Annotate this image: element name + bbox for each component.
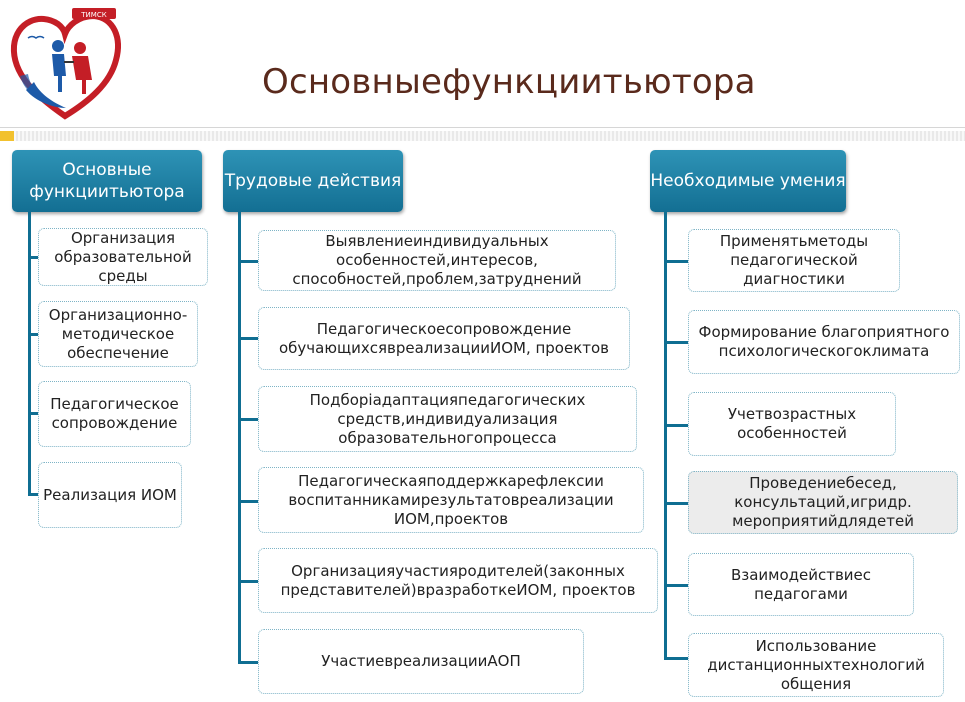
- connector-branch: [664, 260, 690, 263]
- connector-branch: [238, 661, 260, 664]
- connector-branch: [664, 584, 690, 587]
- skill-box: Взаимодействиес педагогами: [688, 553, 914, 616]
- skill-box: Формирование благоприятного психологичес…: [688, 310, 960, 374]
- action-box: Выявлениеиндивидуальных особенностей,инт…: [258, 230, 616, 291]
- accent-marker: [0, 131, 14, 141]
- page-title: Основныефункциитьютора: [262, 62, 756, 102]
- action-box: Педагогическаяподдержкарефлексии воспита…: [258, 467, 644, 533]
- function-box: Организация образовательной среды: [38, 228, 208, 286]
- function-box: Реализация ИОМ: [38, 462, 182, 528]
- connector-branch: [28, 333, 40, 336]
- connector-branch: [238, 260, 260, 263]
- connector-trunk-col3: [664, 212, 667, 660]
- connector-trunk-col1: [28, 212, 31, 496]
- column-header-required-skills: Необходимые умения: [650, 150, 846, 212]
- connector-branch: [664, 341, 690, 344]
- connector-branch: [664, 502, 690, 505]
- action-box: УчастиевреализацииАОП: [258, 629, 584, 694]
- title-divider: [0, 127, 965, 128]
- action-box: Подборіадаптацияпедагогических средств,и…: [258, 386, 637, 452]
- connector-branch: [238, 418, 260, 421]
- function-box: Педагогическое сопровождение: [38, 381, 191, 447]
- connector-branch: [28, 412, 40, 415]
- column-header-labor-actions: Трудовые действия: [223, 150, 403, 212]
- function-box: Организационно-методическое обеспечение: [38, 301, 198, 367]
- column-header-basic-functions: Основные функциитьютора: [12, 150, 202, 212]
- action-box: Организацияучастияродителей(законных пре…: [258, 548, 658, 613]
- logo-heart-children: ТИМСК: [10, 8, 121, 120]
- skill-box: Применятьметоды педагогической диагности…: [688, 229, 900, 292]
- connector-branch: [664, 424, 690, 427]
- connector-branch: [238, 580, 260, 583]
- connector-branch: [28, 493, 40, 496]
- skill-box: Использование дистанционныхтехнологий об…: [688, 633, 944, 697]
- skill-box-highlighted: Проведениебесед, консультаций,игридр. ме…: [688, 471, 958, 534]
- title-band: [0, 131, 965, 141]
- connector-branch: [28, 256, 40, 259]
- connector-branch: [238, 500, 260, 503]
- connector-branch: [664, 657, 690, 660]
- logo-text: ТИМСК: [80, 11, 106, 19]
- connector-branch: [238, 337, 260, 340]
- skill-box: Учетвозрастных особенностей: [688, 392, 896, 456]
- connector-trunk-col2: [238, 212, 241, 664]
- action-box: Педагогическоесопровождение обучающихсяв…: [258, 307, 630, 370]
